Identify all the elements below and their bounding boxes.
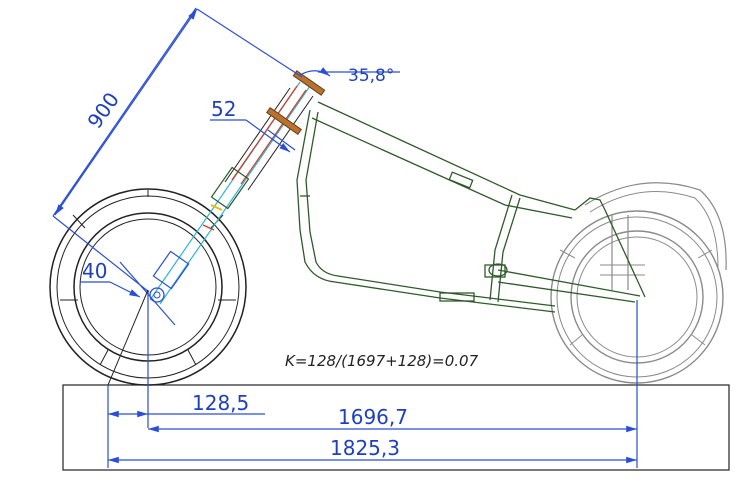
ground-box bbox=[62, 384, 730, 471]
dim-40: 40 bbox=[82, 259, 107, 283]
dim-trail: 128,5 bbox=[192, 391, 249, 415]
dim-fork-length: 900 bbox=[82, 88, 124, 133]
motorcycle-frame bbox=[296, 101, 646, 313]
dim-total: 1825,3 bbox=[330, 436, 400, 460]
dim-wheelbase: 1696,7 bbox=[338, 405, 408, 429]
dimension-lines bbox=[52, 7, 638, 468]
dim-52: 52 bbox=[211, 97, 236, 121]
formula-text: K=128/(1697+128)=0.07 bbox=[285, 352, 479, 370]
dim-head-angle: 35,8° bbox=[348, 66, 394, 86]
